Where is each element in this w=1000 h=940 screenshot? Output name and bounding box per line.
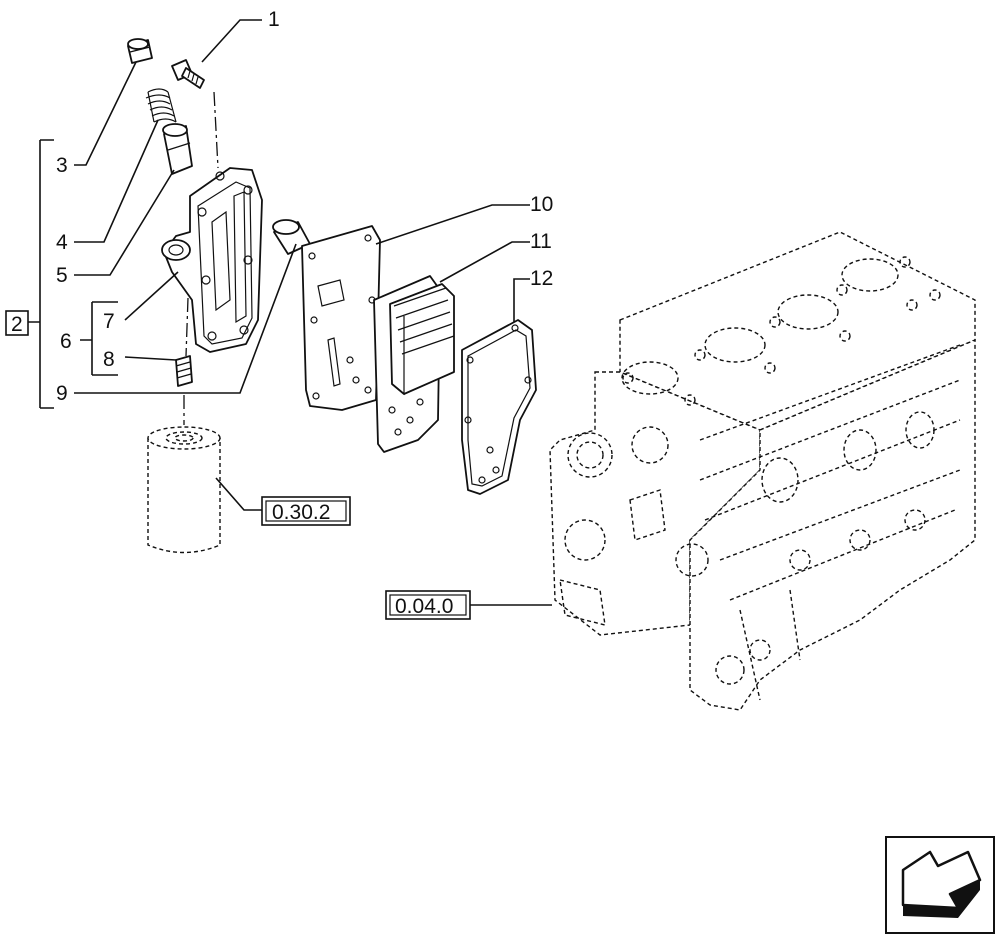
callout-9: 9 [56,382,68,405]
callout-2-box [5,310,29,336]
filter-reference-inner-box [265,500,347,522]
callout-4: 4 [56,231,68,254]
engine-reference-link[interactable]: 0.04.0 [385,590,471,620]
leader-lines [28,19,552,606]
filter-reference-link[interactable]: 0.30.2 [261,496,351,526]
bolt-part [171,59,205,89]
gasket-rear-part [461,319,537,495]
callout-12: 12 [530,267,553,290]
callout-3: 3 [56,154,68,177]
callout-5: 5 [56,264,68,287]
oil-cooler-part [373,275,455,453]
plug-part [127,38,153,64]
callout-1: 1 [268,8,280,31]
callout-7: 7 [103,310,115,333]
spring-part [145,88,177,123]
gasket-front-part [301,225,381,411]
callout-10: 10 [530,193,553,216]
bolt-axis [213,91,219,169]
back-arrow-icon[interactable] [885,836,995,934]
callout-6: 6 [60,330,72,353]
filter-reference-label: 0.30.2 [272,501,330,524]
engine-reference-box [385,590,471,620]
callout-2: 2 [11,313,23,336]
sleeve-part [272,219,311,255]
engine-reference-inner-box [389,594,467,616]
threaded-plug-part [175,355,193,387]
engine-block [549,231,976,711]
engine-reference-label: 0.04.0 [395,595,453,618]
valve-part [162,123,193,175]
housing-axis [185,297,189,357]
callout-11: 11 [530,230,552,253]
filter-support-housing [161,167,263,353]
callout-8: 8 [103,348,115,371]
filter-reference-box [261,496,351,526]
oil-filter [147,395,221,554]
